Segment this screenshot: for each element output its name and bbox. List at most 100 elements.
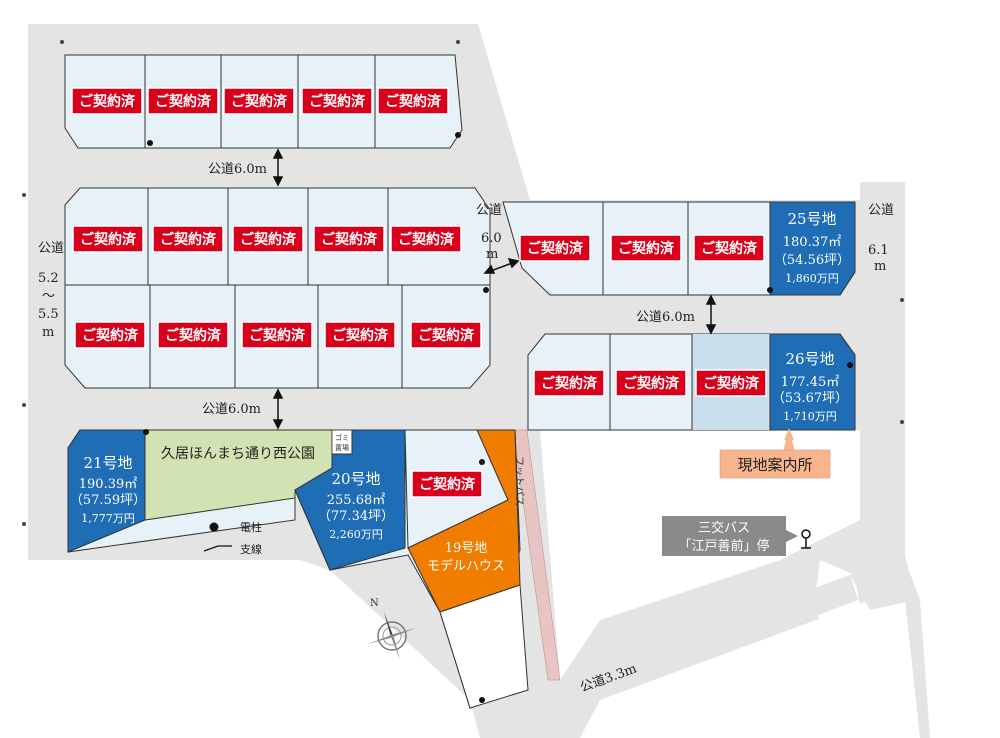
sold-badge: ご契約済: [615, 369, 687, 397]
guy-wire-legend-icon: [203, 545, 232, 552]
svg-text:20号地: 20号地: [331, 470, 380, 488]
sold-badge: ご契約済: [610, 234, 682, 262]
sold-badge: ご契約済: [71, 87, 143, 115]
svg-text:177.45㎡: 177.45㎡: [781, 375, 840, 390]
sold-badge: ご契約済: [223, 87, 295, 115]
sold-badge-label: ご契約済: [160, 231, 217, 248]
footpath-label: フットパス: [513, 456, 525, 506]
sold-badge-label: ご契約済: [398, 231, 455, 248]
lot-empty: [439, 584, 529, 709]
sold-badge-label: ご契約済: [332, 327, 389, 344]
svg-text:モデルハウス: モデルハウス: [427, 558, 505, 574]
pole-legend-icon: [209, 522, 219, 532]
lot-25[interactable]: [769, 201, 856, 296]
road-label-left: 公道 5.2 〜 5.5 m: [38, 241, 64, 340]
sold-badge: ご契約済: [157, 321, 229, 349]
sold-badge: ご契約済: [533, 369, 605, 397]
svg-text:公道: 公道: [38, 241, 64, 256]
svg-text:1,710万円: 1,710万円: [783, 410, 837, 423]
svg-text:（77.34坪）: （77.34坪）: [318, 509, 394, 524]
svg-text:25号地: 25号地: [787, 210, 836, 228]
sold-badge-label: ご契約済: [231, 93, 288, 110]
sold-badge-label: ご契約済: [623, 375, 680, 392]
site-office-tag[interactable]: 現地案内所: [719, 428, 831, 479]
svg-text:m: m: [42, 325, 54, 340]
svg-text:26号地: 26号地: [785, 350, 834, 368]
svg-text:m: m: [486, 247, 498, 262]
sold-badge-label: ご契約済: [701, 240, 758, 257]
sold-badge: ご契約済: [693, 234, 765, 262]
sold-badge-label: ご契約済: [703, 375, 760, 392]
road-label-lower: 公道6.0m: [202, 402, 261, 417]
sold-badge-label: ご契約済: [527, 240, 584, 257]
sold-badge: ご契約済: [301, 87, 373, 115]
svg-text:6.0: 6.0: [481, 231, 502, 246]
garbage-label-2: 置場: [335, 443, 349, 452]
sold-badge-label: ご契約済: [79, 93, 136, 110]
sold-badges: ご契約済ご契約済ご契約済ご契約済ご契約済ご契約済ご契約済ご契約済ご契約済ご契約済…: [71, 87, 767, 498]
utility-poles: [143, 132, 853, 703]
sold-badge-label: ご契約済: [309, 93, 366, 110]
svg-text:公道: 公道: [476, 203, 502, 218]
sold-badge-label: ご契約済: [165, 327, 222, 344]
lot-21[interactable]: [67, 429, 146, 553]
svg-text:5.2: 5.2: [38, 271, 59, 286]
sold-badge: ご契約済: [72, 225, 144, 253]
sold-badge: ご契約済: [519, 234, 591, 262]
sold-badge: ご契約済: [313, 225, 385, 253]
lot-25-info: 25号地 180.37㎡ （54.56坪） 1,860万円: [774, 210, 850, 285]
sold-badge: ご契約済: [232, 225, 304, 253]
sold-badge: ご契約済: [152, 225, 224, 253]
park-name: 久居ほんまち通り西公園: [161, 446, 315, 462]
road-label-diagonal: 公道 6.0 m: [476, 203, 502, 262]
sold-badge-label: ご契約済: [541, 375, 598, 392]
sold-badge: ご契約済: [377, 87, 449, 115]
svg-text:21号地: 21号地: [83, 454, 132, 472]
sold-badge: ご契約済: [695, 369, 767, 397]
lot-19-info: 19号地 モデルハウス: [427, 541, 505, 574]
road-dimension-arrows: [272, 148, 717, 430]
sold-badge: ご契約済: [74, 321, 146, 349]
sold-badge-label: ご契約済: [249, 327, 306, 344]
sold-badge-label: ご契約済: [418, 327, 475, 344]
lot-26[interactable]: [769, 333, 856, 431]
lot-20-info: 20号地 255.68㎡ （77.34坪） 2,260万円: [318, 470, 394, 541]
legend: 電柱 支線: [203, 520, 262, 556]
sold-badge-label: ご契約済: [618, 240, 675, 257]
sold-badge: ご契約済: [410, 321, 482, 349]
svg-text:公道: 公道: [868, 203, 894, 218]
sold-badge: ご契約済: [147, 87, 219, 115]
svg-text:5.5: 5.5: [38, 307, 59, 322]
sold-badge: ご契約済: [324, 321, 396, 349]
sold-badge-label: ご契約済: [155, 93, 212, 110]
svg-text:（57.59坪）: （57.59坪）: [70, 493, 146, 508]
sold-badge: ご契約済: [390, 225, 462, 253]
road-label-upper: 公道6.0m: [208, 162, 267, 177]
sold-badge-label: ご契約済: [82, 327, 139, 344]
svg-text:（53.67坪）: （53.67坪）: [772, 391, 848, 406]
block-middle: [64, 187, 491, 389]
svg-text:三交バス: 三交バス: [698, 520, 750, 536]
bus-stop-icon: [801, 529, 811, 549]
svg-text:1,860万円: 1,860万円: [785, 272, 839, 285]
compass-north-label: N: [370, 598, 379, 609]
lot-26-info: 26号地 177.45㎡ （53.67坪） 1,710万円: [772, 350, 848, 423]
pole-legend-label: 電柱: [240, 520, 262, 534]
sold-badge-label: ご契約済: [419, 476, 476, 493]
svg-text:〜: 〜: [42, 289, 55, 304]
lot-20[interactable]: [294, 429, 406, 571]
garbage-label-1: ゴミ: [335, 433, 349, 442]
svg-text:19号地: 19号地: [445, 541, 488, 556]
bus-stop-tag[interactable]: 三交バス 「江戸善前」停: [662, 516, 811, 556]
guy-wire-legend-label: 支線: [240, 542, 262, 556]
sold-badge: ご契約済: [241, 321, 313, 349]
svg-text:「江戸善前」停: 「江戸善前」停: [678, 538, 769, 554]
sold-badge-label: ご契約済: [80, 231, 137, 248]
compass-icon: N: [368, 598, 416, 660]
svg-text:1,777万円: 1,777万円: [81, 512, 135, 525]
sold-badge: ご契約済: [411, 470, 483, 498]
road-label-right: 公道6.0m: [636, 310, 695, 325]
svg-text:6.1: 6.1: [868, 243, 889, 258]
lot-21-info: 21号地 190.39㎡ （57.59坪） 1,777万円: [70, 454, 146, 525]
